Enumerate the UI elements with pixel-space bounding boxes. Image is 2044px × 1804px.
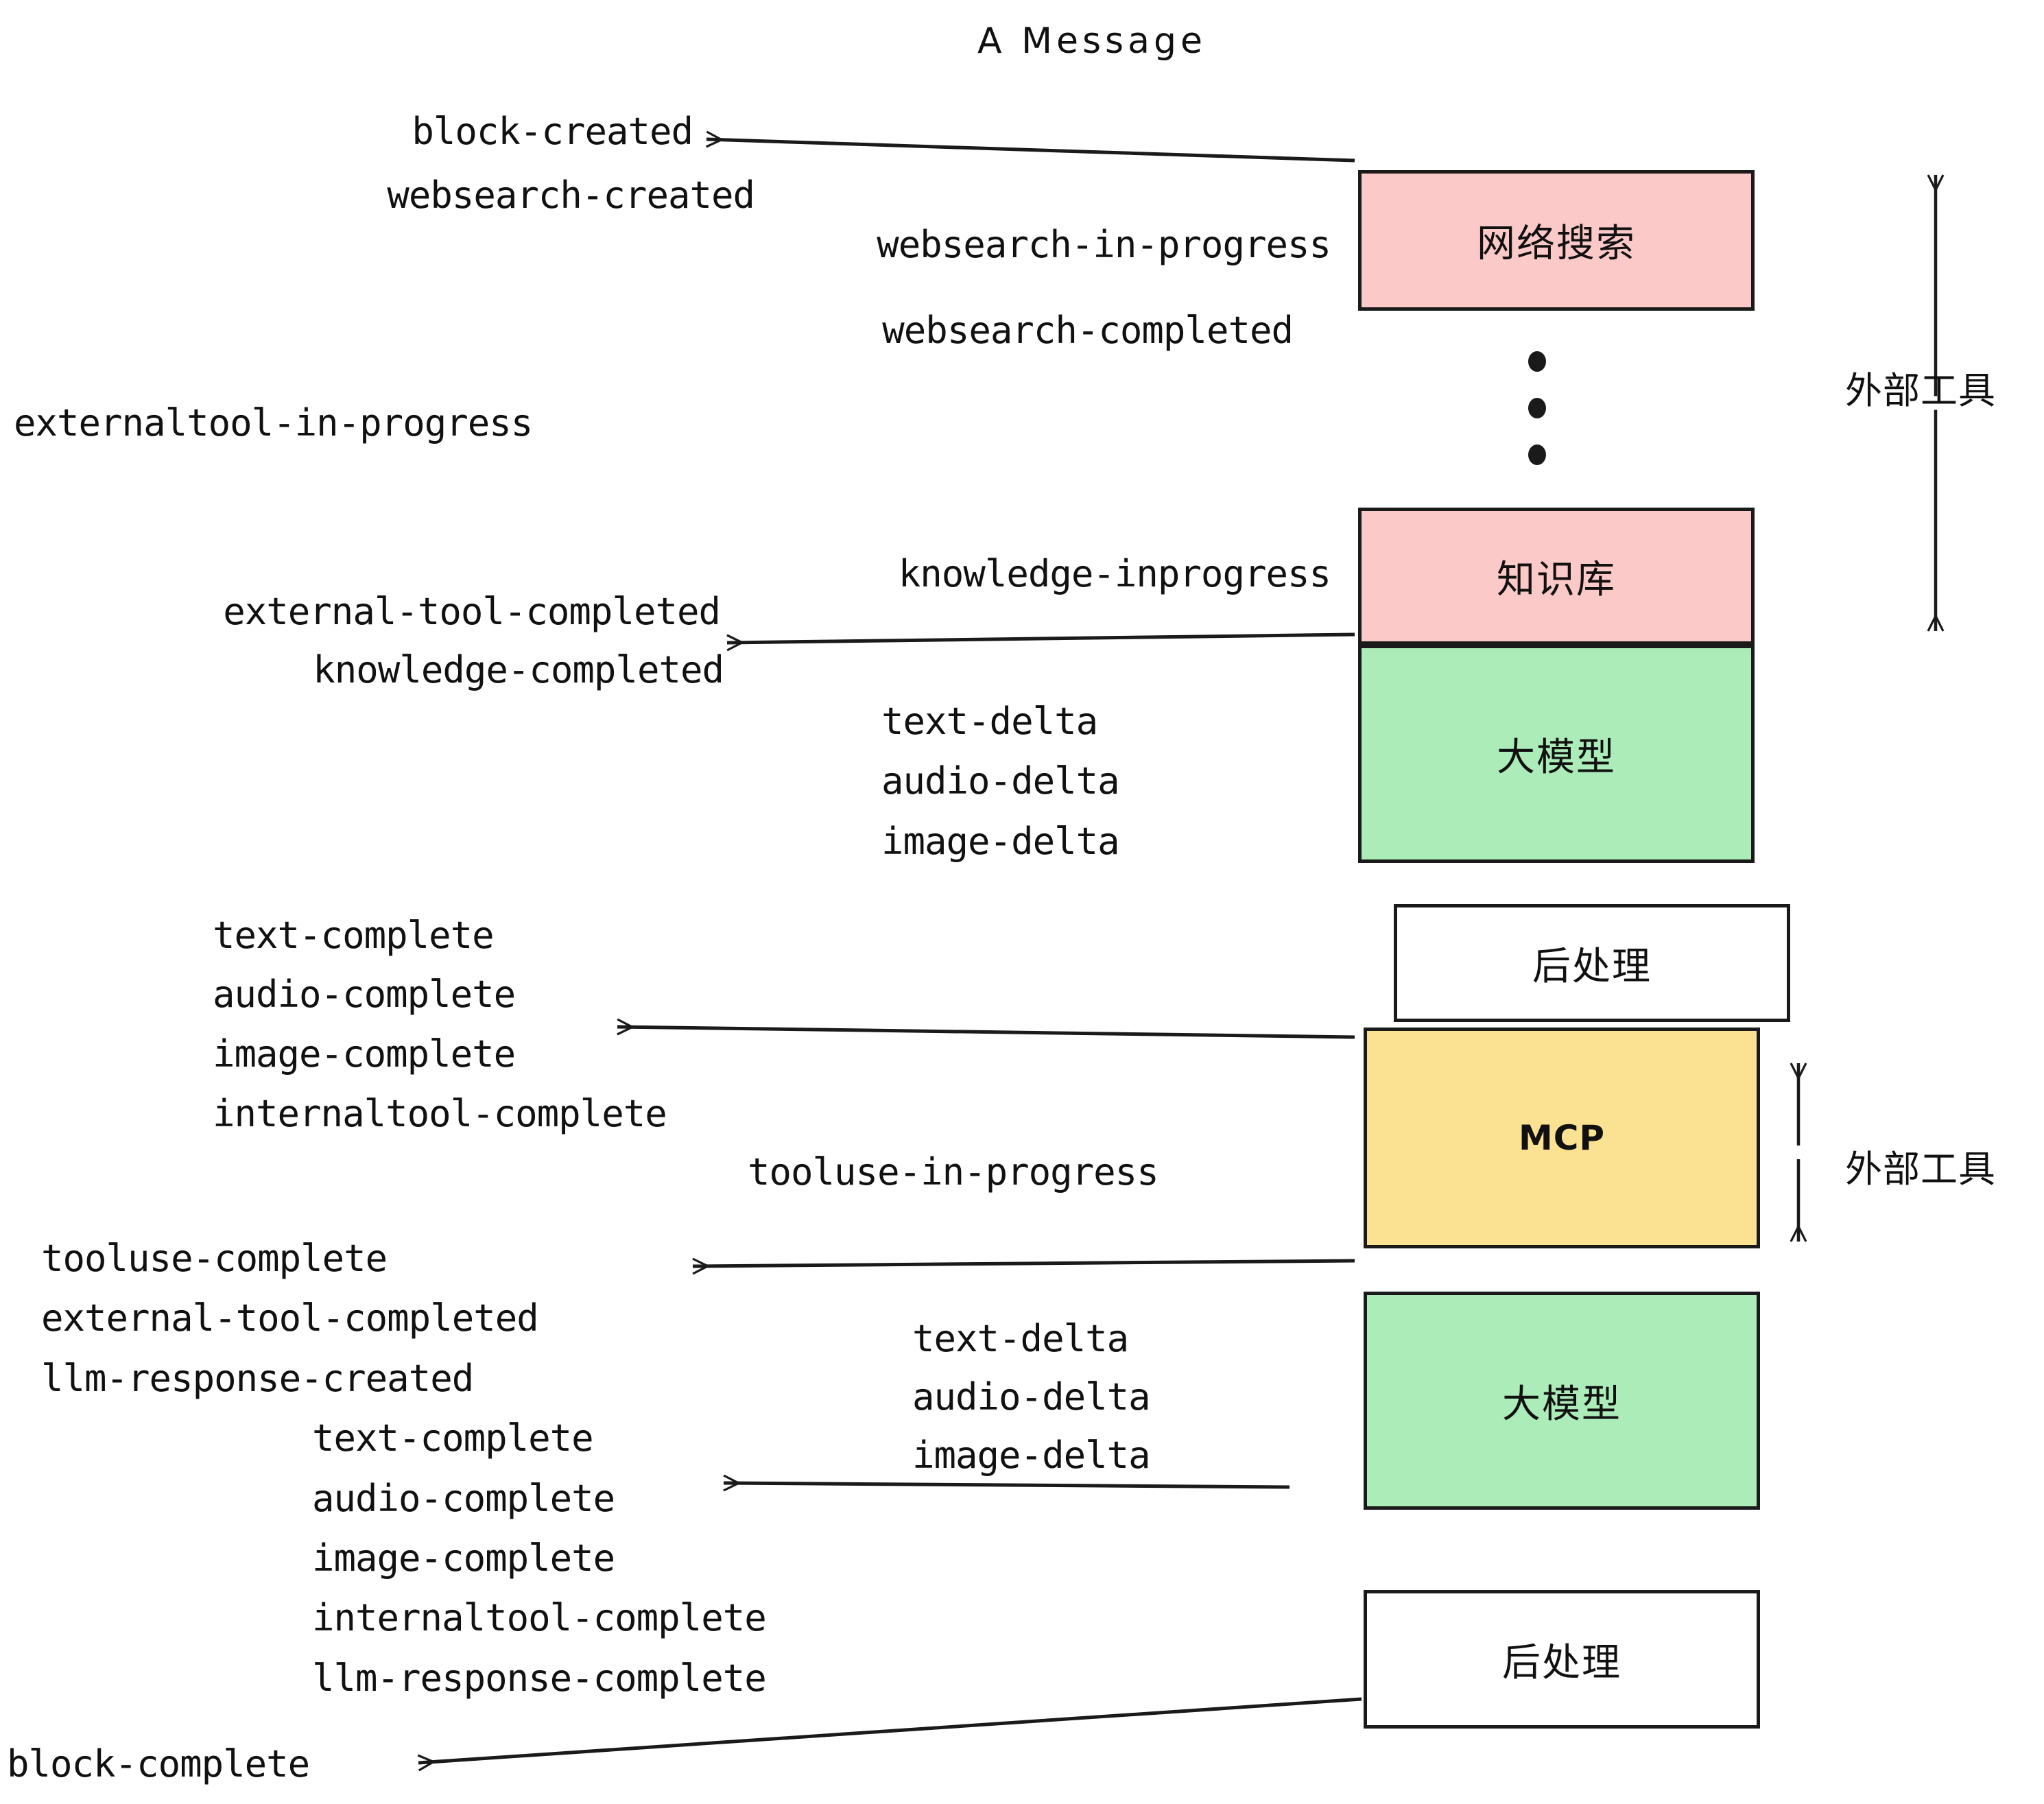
event-label: image-delta [881, 820, 1120, 863]
event-label: text-complete [213, 914, 495, 957]
event-label: externaltool-in-progress [14, 401, 533, 444]
knowledge-completed-arrow [727, 632, 1355, 643]
external-tool-group-label: 外部工具 [1845, 1148, 1996, 1191]
event-label: external-tool-completed [41, 1296, 539, 1340]
event-label: llm-response-complete [312, 1657, 767, 1700]
component-box: MCP [1364, 1028, 1760, 1248]
event-label: websearch-created [387, 174, 755, 217]
tooluse-complete-arrow [693, 1261, 1355, 1266]
event-label: tooluse-complete [41, 1237, 388, 1280]
component-box: 后处理 [1394, 904, 1790, 1022]
image-complete-arrow [617, 1027, 1355, 1039]
event-label: audio-complete [213, 973, 516, 1016]
event-label: knowledge-inprogress [898, 552, 1331, 595]
event-label: knowledge-completed [313, 648, 724, 691]
event-label: websearch-completed [882, 309, 1294, 352]
block-complete-arrow [418, 1697, 1362, 1763]
event-label: text-delta [912, 1317, 1129, 1360]
component-box: 网络搜索 [1358, 170, 1755, 311]
component-box: 知识库 [1358, 508, 1755, 645]
event-label: audio-delta [881, 759, 1120, 803]
event-label: image-complete [213, 1032, 516, 1076]
event-label: audio-delta [912, 1375, 1151, 1419]
event-label: text-delta [881, 700, 1098, 743]
event-label: tooluse-in-progress [748, 1150, 1159, 1194]
block-created-arrow [706, 139, 1355, 163]
audio-complete-arrow [724, 1483, 1290, 1487]
event-label: image-complete [312, 1536, 615, 1580]
external-tool-group-label: 外部工具 [1845, 369, 1996, 412]
ellipsis-dot-icon [1528, 398, 1546, 418]
event-label: text-complete [312, 1416, 594, 1460]
event-label: image-delta [912, 1434, 1151, 1477]
event-label: block-created [412, 110, 693, 153]
event-label: llm-response-created [41, 1357, 474, 1400]
event-label: internaltool-complete [213, 1092, 667, 1135]
component-box: 大模型 [1364, 1292, 1760, 1510]
ellipsis-dot-icon [1528, 351, 1546, 372]
event-label: block-complete [7, 1742, 310, 1785]
component-box: 大模型 [1358, 645, 1755, 863]
event-label: websearch-in-progress [877, 223, 1331, 266]
event-label: external-tool-completed [223, 590, 721, 633]
page-title: A Message [977, 21, 1207, 62]
event-label: audio-complete [312, 1477, 615, 1520]
event-label: internaltool-complete [312, 1596, 767, 1639]
component-box: 后处理 [1364, 1590, 1760, 1729]
ellipsis-dot-icon [1528, 444, 1546, 465]
